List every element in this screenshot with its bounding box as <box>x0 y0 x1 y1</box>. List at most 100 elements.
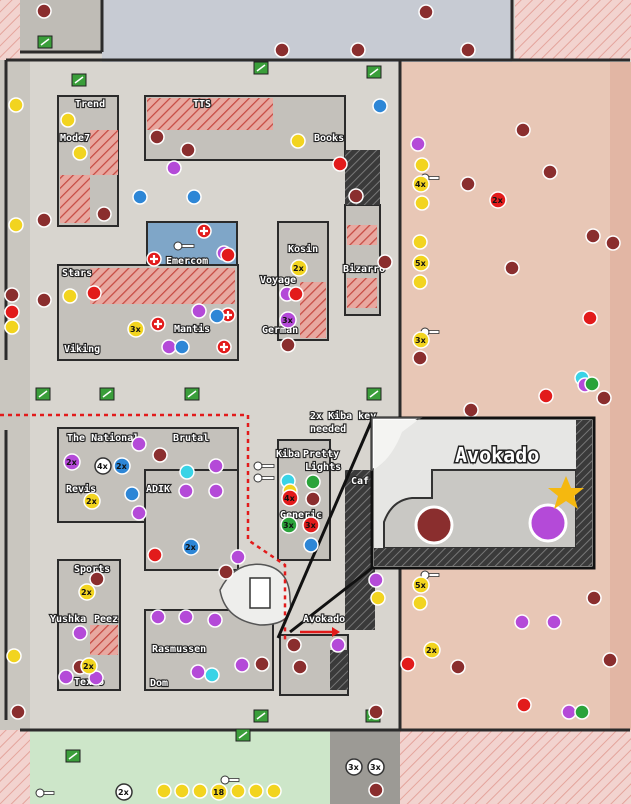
loot-spot-icon <box>266 783 282 799</box>
hatched-area <box>0 0 20 60</box>
star-icon <box>548 476 584 509</box>
loot-spot-icon <box>218 564 234 580</box>
loot-spot-icon <box>305 474 321 490</box>
loot-spot-icon <box>463 402 479 418</box>
svg-text:2x: 2x <box>81 588 93 597</box>
loot-spot-icon <box>150 609 166 625</box>
stairs-icon <box>366 387 382 401</box>
stairs-icon <box>253 61 269 75</box>
loot-spot-icon <box>230 783 246 799</box>
count-badge: 4x <box>281 489 299 507</box>
loot-spot-icon <box>180 142 196 158</box>
kiba-key-note: needed <box>310 424 346 435</box>
loot-spot-icon <box>504 260 520 276</box>
shop-label: Books <box>314 133 344 144</box>
avokado-inset[interactable]: Avokado <box>370 416 596 570</box>
loot-spot-icon <box>412 234 428 250</box>
medkit-icon <box>150 316 166 332</box>
loot-spot-icon <box>546 614 562 630</box>
shop-label: Peez <box>94 614 118 625</box>
loot-spot-icon <box>514 614 530 630</box>
loot-spot-icon <box>149 129 165 145</box>
stairs-icon <box>35 387 51 401</box>
loot-spot-icon <box>186 189 202 205</box>
loot-spot-icon <box>4 304 20 320</box>
shop-label: TTS <box>193 99 211 110</box>
count-badge: 18 <box>210 783 228 801</box>
loot-spot-icon <box>96 206 112 222</box>
shop-blocks <box>57 95 381 361</box>
inset-loot-spot-icon <box>528 503 568 543</box>
shop-label: Stars <box>62 268 92 279</box>
loot-spot-icon <box>179 464 195 480</box>
loot-spot-icon <box>6 648 22 664</box>
shop-label: Caf <box>351 476 369 487</box>
shop-label: ADIK <box>146 484 170 495</box>
count-badge: 2x <box>113 457 131 475</box>
loot-spot-icon <box>4 287 20 303</box>
loot-spot-icon <box>586 590 602 606</box>
loot-spot-icon <box>414 195 430 211</box>
gray-zone <box>102 0 512 62</box>
count-badge: 2x <box>423 641 441 659</box>
loot-spot-icon <box>156 783 172 799</box>
shop-label: Mode7 <box>60 133 90 144</box>
svg-text:2x: 2x <box>83 662 95 671</box>
loot-spot-icon <box>348 188 364 204</box>
svg-text:2x: 2x <box>66 458 78 467</box>
stairs-icon <box>71 73 87 87</box>
key-icon <box>253 461 275 471</box>
medkit-icon <box>216 339 232 355</box>
loot-spot-icon <box>209 308 225 324</box>
loot-spot-icon <box>274 42 290 58</box>
shop-label: Kiba <box>276 448 300 460</box>
loot-spot-icon <box>36 3 52 19</box>
loot-spot-icon <box>585 228 601 244</box>
count-badge: 2x <box>115 783 133 801</box>
loot-spot-icon <box>368 572 384 588</box>
count-badge: 3x <box>302 516 320 534</box>
loot-spot-icon <box>288 286 304 302</box>
shop-label: Rasmussen <box>152 644 206 655</box>
loot-spot-icon <box>596 390 612 406</box>
loot-spot-icon <box>410 136 426 152</box>
hatched-area <box>0 730 30 804</box>
loot-spot-icon <box>605 235 621 251</box>
loot-spot-icon <box>516 697 532 713</box>
escalator-icon <box>249 577 271 609</box>
loot-spot-icon <box>561 704 577 720</box>
loot-spot-icon <box>174 339 190 355</box>
loot-spot-icon <box>132 189 148 205</box>
stairs-icon <box>253 709 269 723</box>
shop-label: Mantis <box>174 323 210 335</box>
loot-spot-icon <box>234 657 250 673</box>
loot-spot-icon <box>412 274 428 290</box>
loot-spot-icon <box>161 339 177 355</box>
svg-text:3x: 3x <box>283 521 295 530</box>
loot-spot-icon <box>286 637 302 653</box>
loot-spot-icon <box>166 160 182 176</box>
loot-spot-icon <box>292 659 308 675</box>
count-badge: 2x <box>489 191 507 209</box>
loot-spot-icon <box>254 656 270 672</box>
count-badge: 3x <box>367 758 385 776</box>
loot-spot-icon <box>191 303 207 319</box>
boundary-line <box>0 413 287 640</box>
loot-spot-icon <box>377 254 393 270</box>
shop-label: Avokado <box>303 614 345 625</box>
loot-spot-icon <box>152 447 168 463</box>
svg-text:4x: 4x <box>415 180 427 189</box>
wall-block <box>20 0 102 52</box>
loot-spot-icon <box>460 176 476 192</box>
loot-spot-icon <box>542 164 558 180</box>
inset-pointer <box>289 566 373 634</box>
loot-spot-icon <box>303 537 319 553</box>
loot-spot-icon <box>208 458 224 474</box>
svg-text:3x: 3x <box>130 325 142 334</box>
arrow-head-icon <box>332 627 340 637</box>
loot-spot-icon <box>368 782 384 798</box>
loot-spot-icon <box>450 659 466 675</box>
loot-spot-icon <box>350 42 366 58</box>
